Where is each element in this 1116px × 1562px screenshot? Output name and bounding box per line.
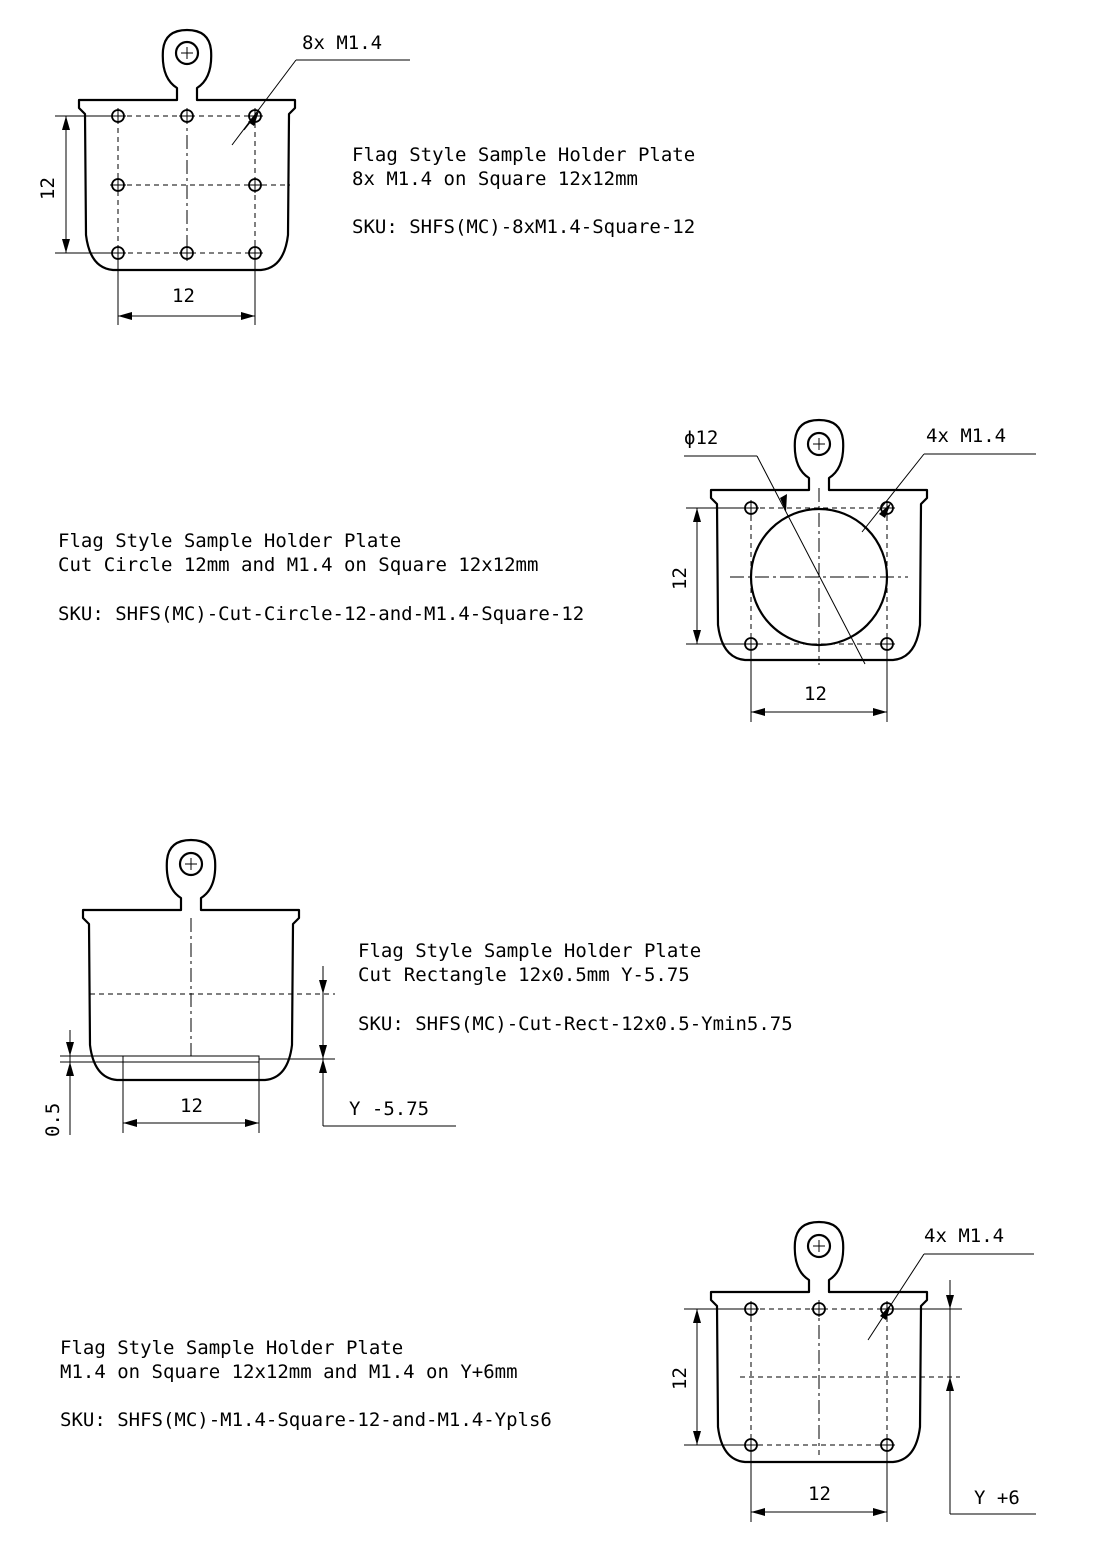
panel-3-dim-y: Y -5.75 (349, 1098, 429, 1120)
panel-3-dim-horizontal: 12 (180, 1095, 203, 1117)
panel-2-dim-horizontal: 12 (804, 683, 827, 705)
panel-4-subtitle: M1.4 on Square 12x12mm and M1.4 on Y+6mm (60, 1361, 518, 1383)
panel-1-drawing (55, 28, 410, 325)
cut-rectangle (122, 1055, 260, 1063)
dim-vertical-lines (55, 115, 112, 254)
panel-2-callout-diameter: ϕ12 (684, 427, 718, 449)
panel-1-sku: SKU: SHFS(MC)-8xM1.4-Square-12 (352, 216, 695, 238)
panel-4-drawing (684, 1220, 1036, 1522)
panel-4-dim-vertical: 12 (669, 1367, 691, 1390)
panel-4-callout: 4x M1.4 (924, 1225, 1004, 1247)
panel-2-title: Flag Style Sample Holder Plate (58, 530, 401, 552)
panel-2-subtitle: Cut Circle 12mm and M1.4 on Square 12x12… (58, 554, 538, 576)
panel-1-dim-horizontal: 12 (172, 285, 195, 307)
panel-2-dim-vertical: 12 (669, 567, 691, 590)
panel-4-dim-y: Y +6 (974, 1487, 1020, 1509)
panel-2-drawing (684, 418, 1036, 722)
panel-3-drawing (60, 838, 456, 1135)
panel-2-callout-holes: 4x M1.4 (926, 425, 1006, 447)
panel-3-sku: SKU: SHFS(MC)-Cut-Rect-12x0.5-Ymin5.75 (358, 1013, 793, 1035)
panel-4-sku: SKU: SHFS(MC)-M1.4-Square-12-and-M1.4-Yp… (60, 1409, 552, 1431)
plate-outline (77, 28, 297, 272)
panel-2-sku: SKU: SHFS(MC)-Cut-Circle-12-and-M1.4-Squ… (58, 603, 584, 625)
panel-3-title: Flag Style Sample Holder Plate (358, 940, 701, 962)
panel-4-title: Flag Style Sample Holder Plate (60, 1337, 403, 1359)
panel-1-callout: 8x M1.4 (302, 32, 382, 54)
panel-1-subtitle: 8x M1.4 on Square 12x12mm (352, 168, 638, 190)
panel-1-dim-vertical: 12 (37, 177, 59, 200)
panel-3-dim-vertical: 0.5 (42, 1103, 64, 1137)
mount-hole (174, 40, 200, 66)
panel-1-title: Flag Style Sample Holder Plate (352, 144, 695, 166)
panel-3-subtitle: Cut Rectangle 12x0.5mm Y-5.75 (358, 964, 690, 986)
panel-4-dim-horizontal: 12 (808, 1483, 831, 1505)
